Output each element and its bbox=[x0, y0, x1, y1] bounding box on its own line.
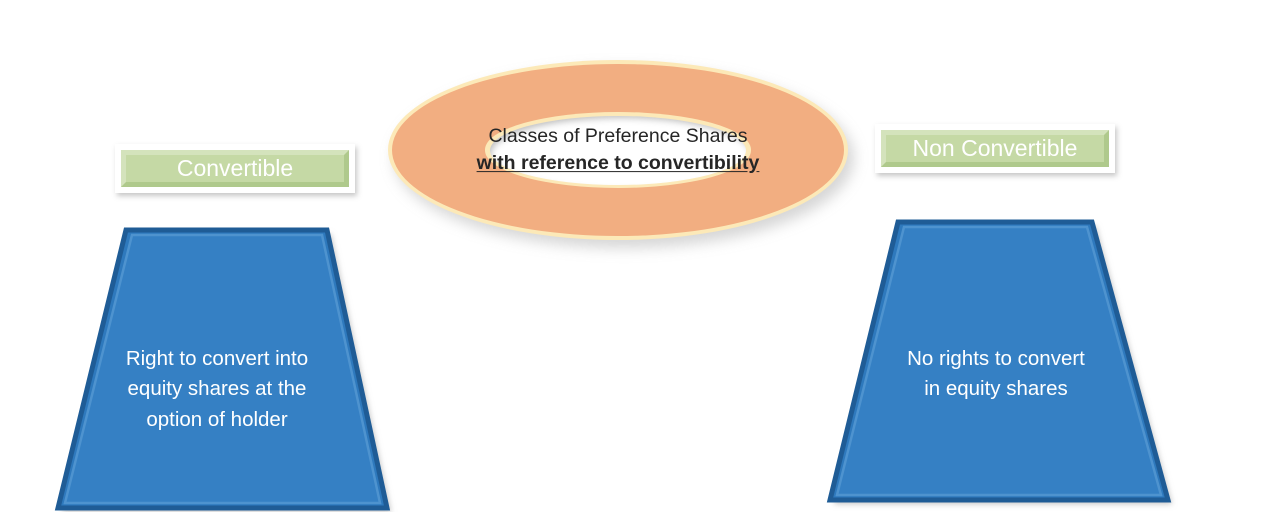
donut-hole bbox=[489, 115, 747, 186]
trapezoid-convertible-fill bbox=[63, 233, 382, 505]
trapezoid-non-convertible[interactable]: No rights to convert in equity shares bbox=[822, 214, 1177, 508]
label-box-non-convertible-bevel: Non Convertible bbox=[881, 130, 1109, 167]
trapezoid-non-convertible-shape bbox=[826, 219, 1172, 503]
label-box-convertible-bevel: Convertible bbox=[121, 150, 349, 187]
center-title-line-2: with reference to convertibility bbox=[476, 152, 760, 174]
trapezoid-convertible-shape bbox=[54, 227, 391, 511]
label-non-convertible: Non Convertible bbox=[912, 135, 1078, 161]
label-box-convertible[interactable]: Convertible bbox=[115, 144, 355, 193]
label-convertible: Convertible bbox=[176, 155, 294, 181]
trapezoid-non-convertible-bevel-dark bbox=[826, 219, 1172, 503]
trapezoid-convertible[interactable]: Right to convert into equity shares at t… bbox=[50, 222, 395, 512]
trapezoid-non-convertible-fill bbox=[835, 225, 1163, 497]
center-donut[interactable]: Classes of Preference Shares with refere… bbox=[388, 60, 854, 248]
label-box-non-convertible[interactable]: Non Convertible bbox=[875, 124, 1115, 173]
center-title: Classes of Preference Shares with refere… bbox=[403, 123, 833, 177]
center-title-line-1: Classes of Preference Shares bbox=[488, 125, 748, 148]
trapezoid-convertible-bevel-dark bbox=[54, 227, 391, 511]
